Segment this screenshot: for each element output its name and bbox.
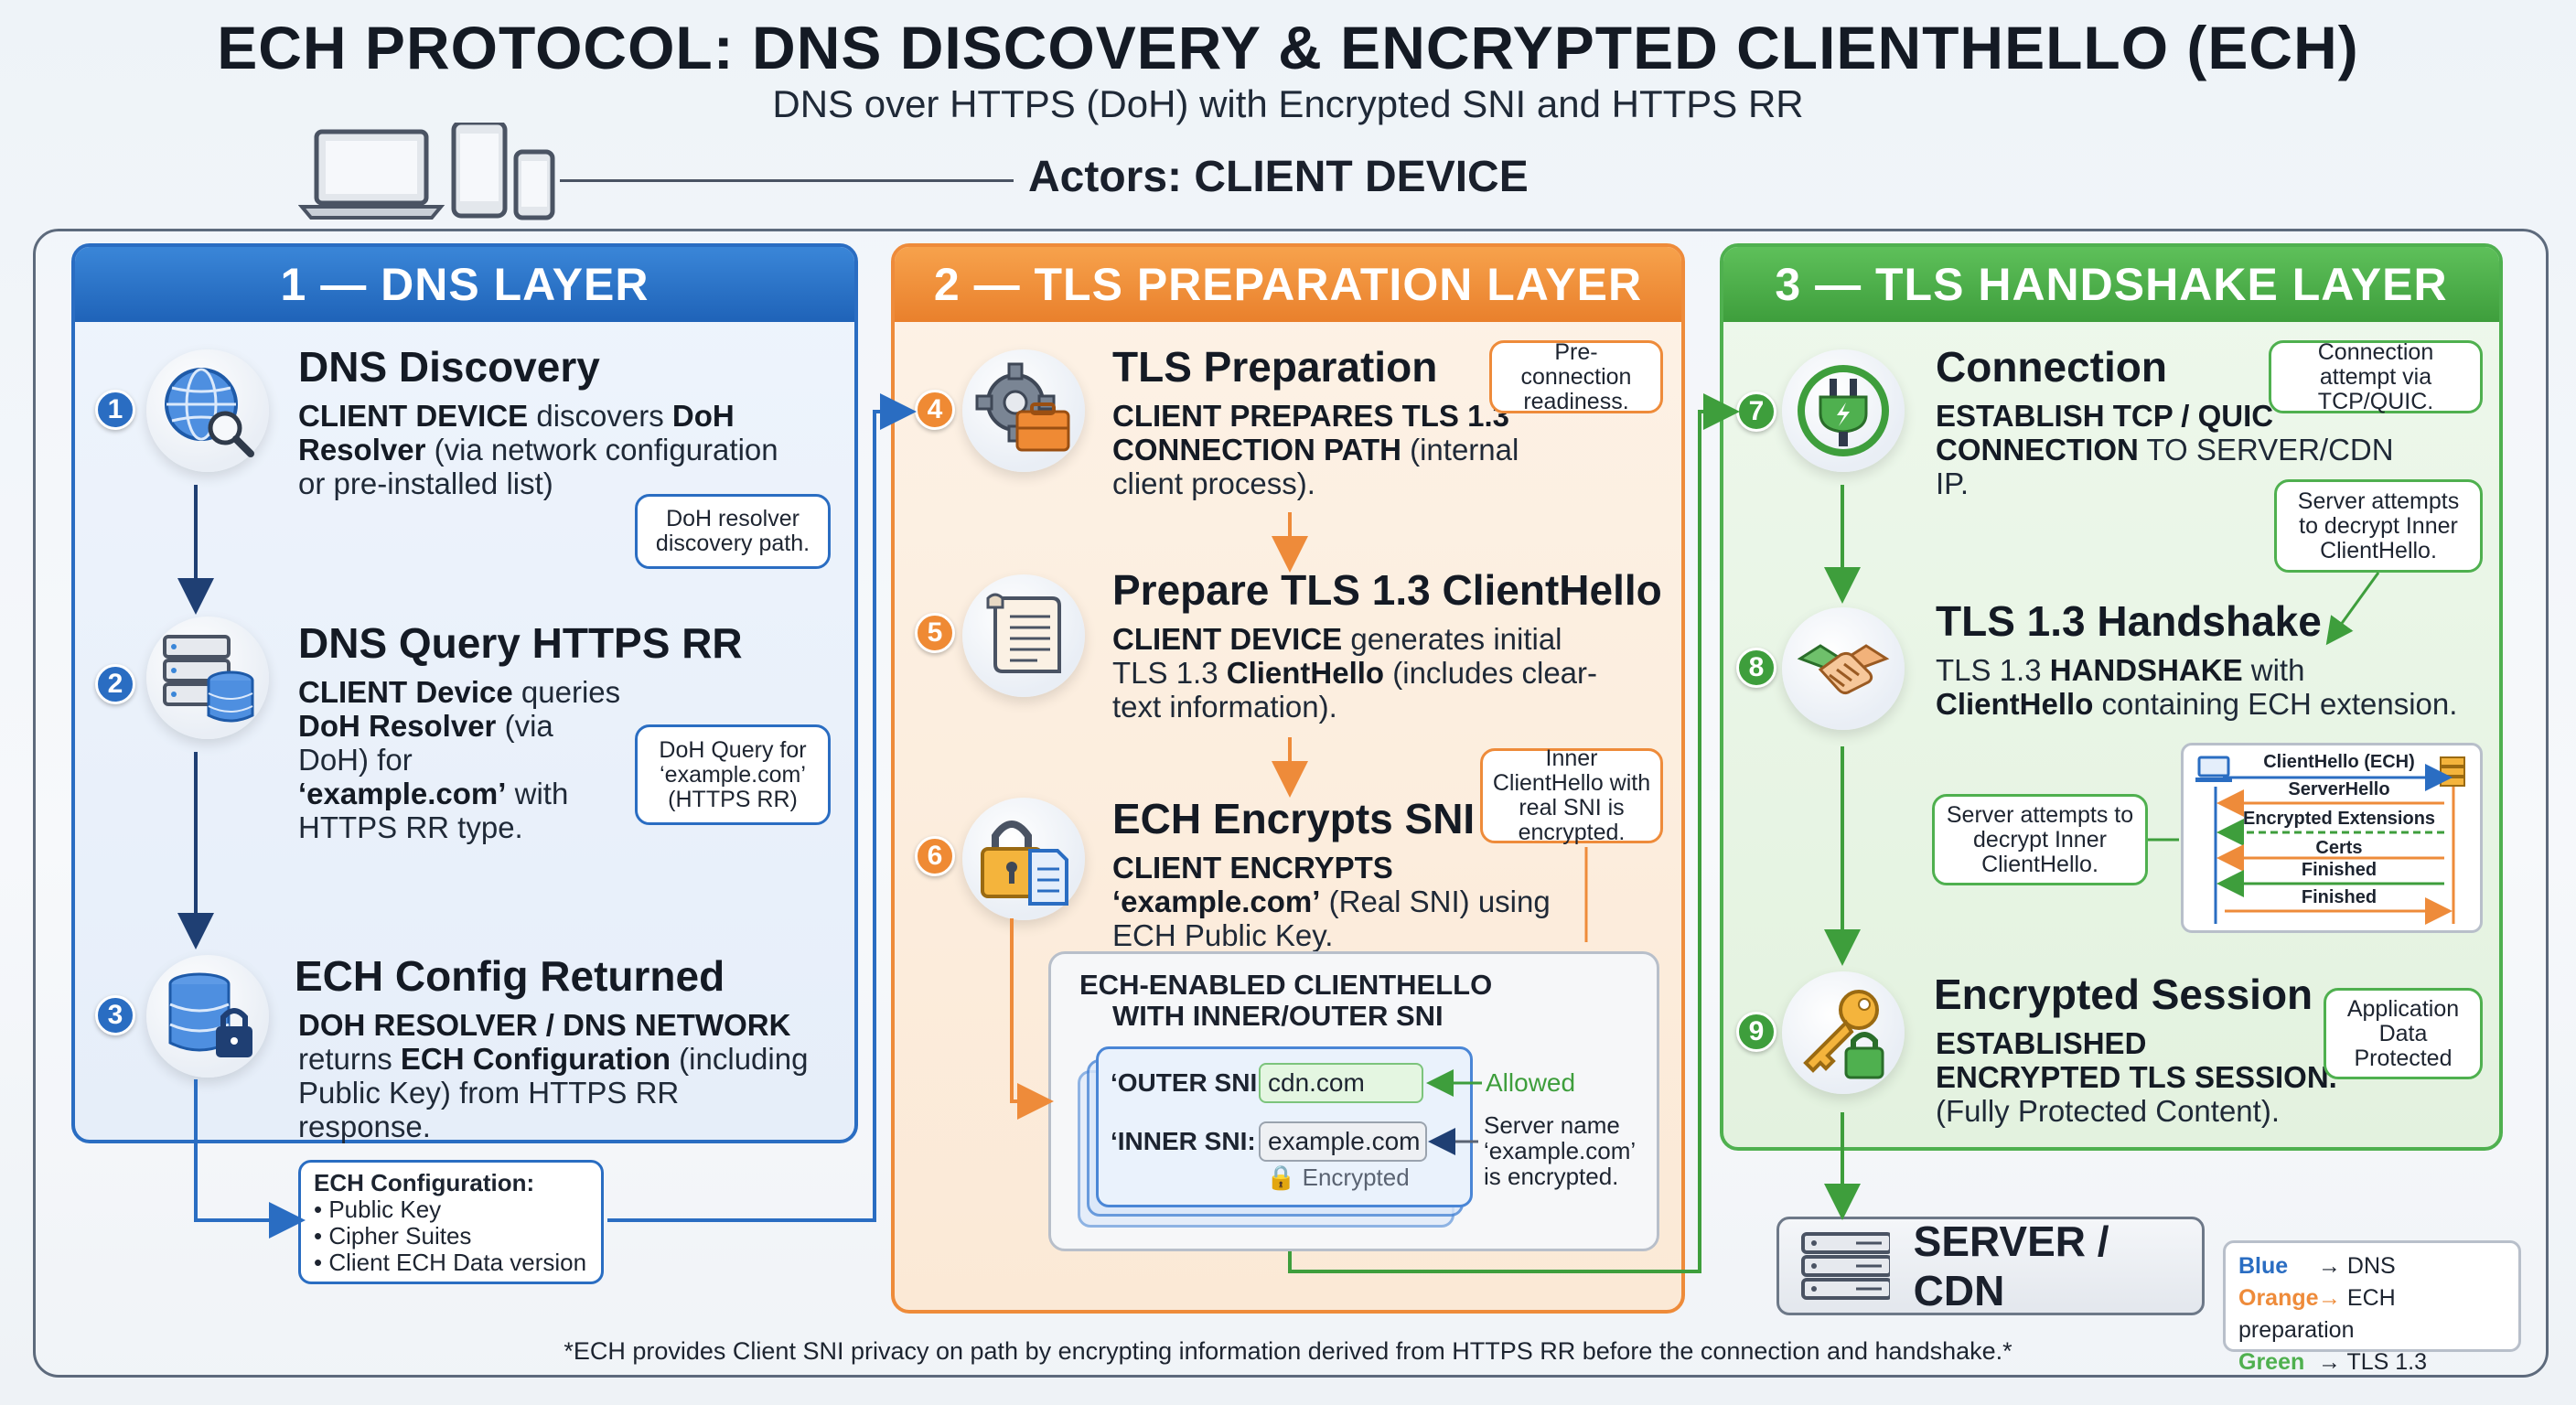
step-3-title: ECH Config Returned [295, 952, 725, 1000]
handshake-icon [1782, 607, 1905, 730]
seq-row: Encrypted Extensions [2242, 809, 2436, 829]
server-database-icon [146, 617, 269, 739]
database-lock-icon [146, 955, 269, 1078]
step-2-description: CLIENT Device queries DoH Resolver (via … [298, 675, 621, 844]
server-rack-icon [1801, 1232, 1890, 1300]
step-5-title: Prepare TLS 1.3 ClientHello [1112, 566, 1662, 614]
ech-config-item: • Cipher Suites [314, 1222, 472, 1249]
step-7-number: 7 [1736, 391, 1776, 432]
seq-row: Finished [2301, 860, 2377, 880]
seq-row: ClientHello (ECH) [2263, 752, 2415, 772]
color-legend: Blue → DNS Orange → ECH preparation Gree… [2223, 1240, 2521, 1375]
step-4-description: CLIENT PREPARES TLS 1.3 CONNECTION PATH … [1112, 399, 1519, 500]
step-2-number: 2 [95, 664, 135, 704]
step-6-number: 6 [915, 836, 955, 876]
ech-config-item: • Client ECH Data version [314, 1249, 587, 1276]
laptop-icon [2195, 756, 2232, 789]
step-3-number: 3 [95, 995, 135, 1035]
inner-sni-status: 🔒 Encrypted [1266, 1164, 1410, 1191]
step-9-title: Encrypted Session [1934, 971, 2313, 1018]
server-mini-icon [2439, 756, 2466, 791]
globe-search-icon [146, 349, 269, 472]
step-9-number: 9 [1736, 1012, 1776, 1052]
application-data-callout: Application Data Protected [2324, 988, 2483, 1079]
step-4-number: 4 [915, 390, 955, 430]
actors-line [560, 179, 1014, 182]
step-8-title: TLS 1.3 Handshake [1936, 597, 2322, 645]
step-8-number: 8 [1736, 648, 1776, 688]
step-1-title: DNS Discovery [298, 343, 600, 391]
doh-path-callout: DoH resolver discovery path. [635, 494, 831, 569]
step-3-description: DOH RESOLVER / DNS NETWORK returns ECH C… [298, 1008, 809, 1143]
legend-row: Orange → ECH preparation [2238, 1285, 2396, 1343]
legend-row: Green → TLS 1.3 [2238, 1349, 2428, 1375]
connection-attempt-callout: Connection attempt via TCP/QUIC. [2269, 339, 2483, 413]
ech-config-item: • Public Key [314, 1196, 442, 1223]
clienthello-card-title: ECH-ENABLED CLIENTHELLO WITH INNER/OUTER… [1079, 969, 1493, 1032]
ech-configuration-box: ECH Configuration: • Public Key • Cipher… [298, 1160, 604, 1284]
step-1-number: 1 [95, 390, 135, 430]
seq-row: Finished [2301, 887, 2377, 907]
outer-sni-value: cdn.com [1259, 1063, 1423, 1103]
server-cdn-box: SERVER / CDN [1776, 1217, 2205, 1315]
seq-row: ServerHello [2288, 779, 2390, 799]
gear-toolbox-icon [962, 349, 1085, 472]
footnote: *ECH provides Client SNI privacy on path… [564, 1337, 2012, 1365]
step-5-description: CLIENT DEVICE generates initial TLS 1.3 … [1112, 622, 1598, 724]
ech-config-heading: ECH Configuration: [314, 1169, 535, 1196]
scroll-document-icon [962, 574, 1085, 697]
step-6-title: ECH Encrypts SNI [1112, 795, 1476, 842]
lock-document-icon [962, 798, 1085, 920]
page-title: ECH PROTOCOL: DNS DISCOVERY & ENCRYPTED … [217, 14, 2359, 81]
outer-sni-note: Allowed [1486, 1068, 1576, 1097]
step-8-description: TLS 1.3 HANDSHAKE with ClientHello conta… [1936, 653, 2458, 721]
seq-row: Certs [2315, 838, 2363, 858]
power-plug-icon [1782, 349, 1905, 472]
inner-sni-label: ‘INNER SNI: [1111, 1127, 1256, 1155]
step-9-description: ESTABLISHED ENCRYPTED TLS SESSION. (Full… [1936, 1026, 2337, 1128]
actors-label: Actors: CLIENT DEVICE [1028, 153, 1529, 201]
dns-layer-header: 1 — DNS LAYER [75, 247, 854, 322]
lock-icon: 🔒 [1266, 1164, 1296, 1191]
inner-clienthello-callout: Inner ClientHello with real SNI is encry… [1480, 746, 1663, 845]
legend-row: Blue → DNS [2238, 1253, 2396, 1279]
page-subtitle: DNS over HTTPS (DoH) with Encrypted SNI … [772, 82, 1804, 125]
inner-sni-value: example.com [1259, 1121, 1427, 1162]
step-4-title: TLS Preparation [1112, 343, 1438, 391]
step-2-title: DNS Query HTTPS RR [298, 619, 743, 667]
server-decrypt-callout: Server attempts to decrypt Inner ClientH… [2274, 479, 2483, 573]
client-devices-icon [297, 120, 564, 223]
step-6-description: CLIENT ENCRYPTS ‘example.com’ (Real SNI)… [1112, 851, 1551, 952]
key-lock-icon [1782, 971, 1905, 1094]
tls-handshake-layer-header: 3 — TLS HANDSHAKE LAYER [1723, 247, 2499, 322]
doh-query-callout: DoH Query for ‘example.com’ (HTTPS RR) [635, 724, 831, 825]
step-7-description: ESTABLISH TCP / QUIC CONNECTION TO SERVE… [1936, 399, 2394, 500]
tls-preparation-layer-header: 2 — TLS PREPARATION LAYER [895, 247, 1681, 322]
inner-sni-note: Server name ‘example.com’ is encrypted. [1484, 1111, 1636, 1190]
outer-sni-label: ‘OUTER SNI: [1111, 1068, 1266, 1097]
step-5-number: 5 [915, 613, 955, 653]
pre-connection-callout: Pre-connection readiness. [1489, 339, 1663, 413]
server-cdn-label: SERVER / CDN [1913, 1217, 2109, 1314]
step-7-title: Connection [1936, 343, 2167, 391]
server-decrypt-side-callout: Server attempts to decrypt Inner ClientH… [1932, 794, 2148, 885]
